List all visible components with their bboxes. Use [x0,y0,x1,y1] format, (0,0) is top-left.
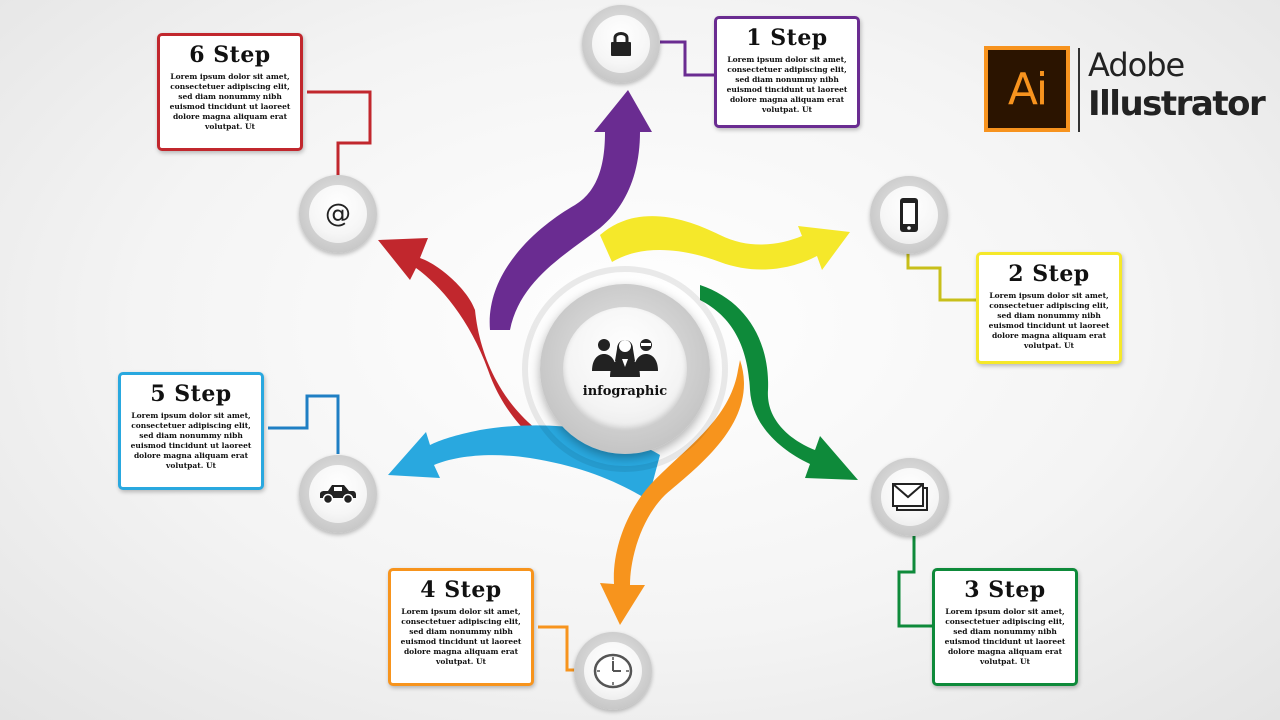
center-label: infographic [582,384,668,399]
brand-name: Adobe [1088,46,1185,84]
car-icon-circle [299,455,377,533]
step-1-box: 1 Step Lorem ipsum dolor sit amet, conse… [714,16,860,128]
step-2-body: Lorem ipsum dolor sit amet, consectetuer… [988,291,1110,350]
connector-step-4 [538,625,575,672]
step-6-body: Lorem ipsum dolor sit amet, consectetuer… [169,72,291,131]
arrow-orange [600,360,744,625]
smartphone-icon-circle [870,176,948,254]
mail-icon [892,483,928,511]
smartphone-icon [900,198,918,232]
step-2-box: 2 Step Lorem ipsum dolor sit amet, conse… [976,252,1122,364]
at-sign-icon: @ [325,199,351,229]
step-5-box: 5 Step Lorem ipsum dolor sit amet, conse… [118,372,264,490]
step-5-title: 5 Step [150,381,232,407]
step-2-title: 2 Step [1008,261,1090,287]
center-circle: infographic [540,284,710,454]
svg-text:@: @ [325,199,351,229]
lock-icon-circle [582,5,660,83]
step-3-box: 3 Step Lorem ipsum dolor sit amet, conse… [932,568,1078,686]
connector-step-5 [268,394,340,454]
step-3-body: Lorem ipsum dolor sit amet, consectetuer… [944,607,1066,666]
arrow-purple [489,90,652,330]
connector-step-6 [307,90,372,176]
arrow-green [700,285,858,480]
illustrator-logo: Ai [984,46,1070,132]
brand-divider [1078,48,1080,132]
step-4-body: Lorem ipsum dolor sit amet, consectetuer… [400,607,522,666]
lock-icon [611,32,631,56]
connector-step-1 [660,40,714,77]
center-disc: infographic [563,307,687,431]
step-1-body: Lorem ipsum dolor sit amet, consectetuer… [726,55,848,114]
step-6-title: 6 Step [189,42,271,68]
connector-step-2 [906,252,976,302]
step-1-title: 1 Step [746,25,828,51]
clock-icon-circle [574,632,652,710]
brand-product: Illustrator [1088,84,1266,124]
people-icon [592,339,658,377]
car-icon [320,485,356,505]
at-sign-icon-circle: @ [299,175,377,253]
step-4-title: 4 Step [420,577,502,603]
illustrator-logo-text: Ai [1007,63,1048,115]
step-6-box: 6 Step Lorem ipsum dolor sit amet, conse… [157,33,303,151]
step-5-body: Lorem ipsum dolor sit amet, consectetuer… [130,411,252,470]
clock-icon [593,653,633,689]
connector-step-3 [897,536,932,628]
step-3-title: 3 Step [964,577,1046,603]
step-4-box: 4 Step Lorem ipsum dolor sit amet, conse… [388,568,534,686]
arrow-yellow [600,216,850,270]
mail-icon-circle [871,458,949,536]
